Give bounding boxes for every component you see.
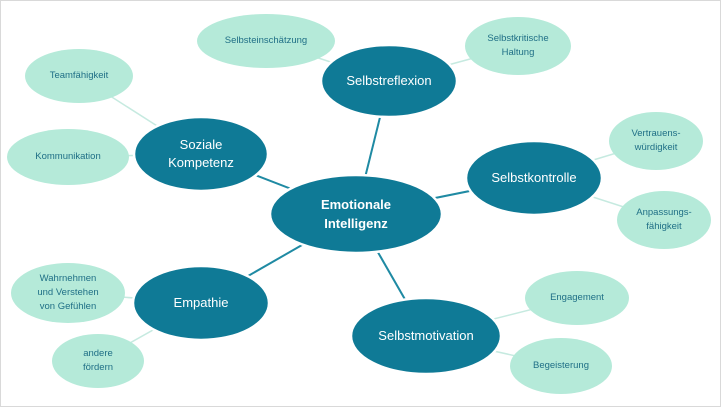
leaf-node-selbstkritische-haltung [465,17,571,75]
leaf-node-andere-foerdern [52,334,144,388]
branch-node-selbstkontrolle [464,139,604,217]
branch-node-empathie [131,264,271,342]
leaf-nodes [7,14,711,394]
leaf-node-engagement [525,271,629,325]
branch-node-selbstmotivation [349,296,503,376]
center-node [268,173,444,255]
leaf-node-vertrauenswuerdigkeit [609,112,703,170]
leaf-node-selbsteinschaetzung [197,14,335,68]
leaf-node-kommunikation [7,129,129,185]
leaf-node-begeisterung [510,338,612,394]
main-nodes [131,43,604,376]
leaf-node-anpassungsfaehigkeit [617,191,711,249]
leaf-node-teamfaehigkeit [25,49,133,103]
branch-node-soziale-kompetenz [132,115,270,193]
branch-node-selbstreflexion [319,43,459,119]
leaf-node-wahrnehmen [11,263,125,323]
